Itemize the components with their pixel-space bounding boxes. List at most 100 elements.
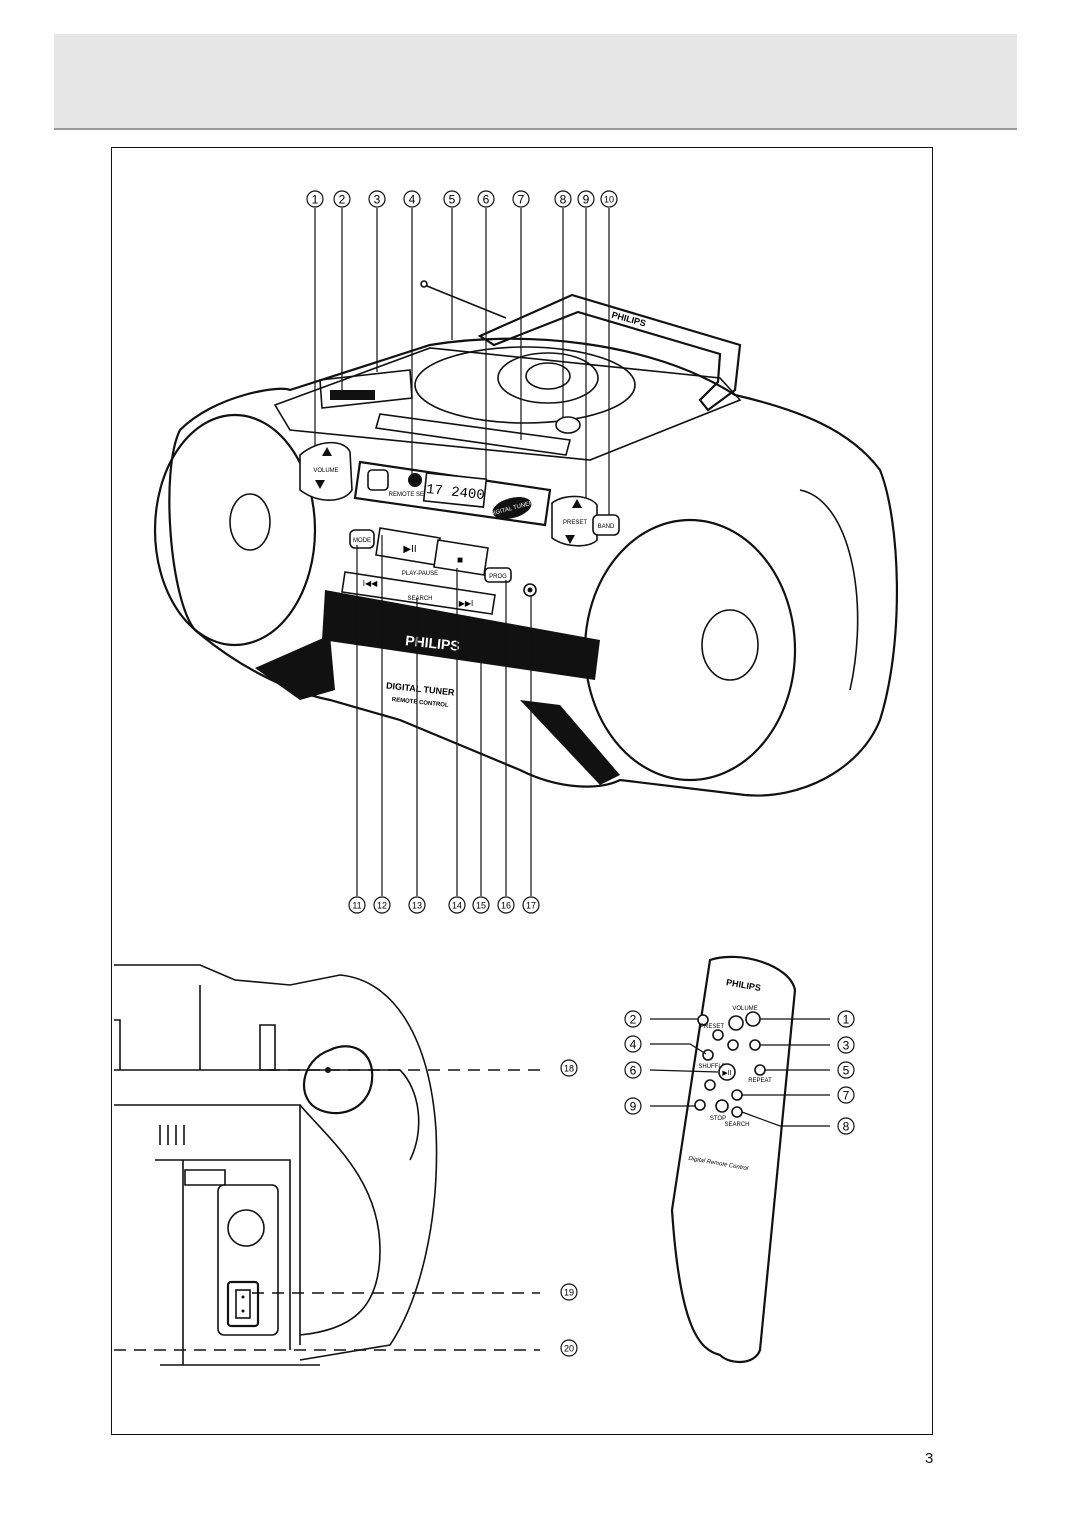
remote-body: [670, 955, 797, 1363]
remote-callout-3-circle: [837, 1036, 855, 1054]
remote-volume-up[interactable]: [745, 1011, 761, 1027]
left-bass-port: [255, 635, 335, 700]
remote-callout-4-circle: [624, 1035, 642, 1053]
callout-4: 4: [409, 193, 416, 207]
callout-2: 2: [339, 193, 346, 207]
remote-volume-label: VOLUME: [732, 1006, 757, 1012]
remote-preset-label: PRESET: [700, 1024, 724, 1030]
remote-callout-5: 5: [843, 1064, 850, 1078]
stop-icon: ■: [457, 555, 463, 566]
volume-label: VOLUME: [313, 468, 338, 474]
callout-9-circle: [577, 190, 595, 208]
callout-11-circle: [348, 896, 366, 914]
remote-stop[interactable]: [715, 1099, 729, 1113]
previous-icon: I◀◀: [363, 579, 378, 588]
remote-search-label: SEARCH: [724, 1122, 749, 1128]
remote-prev[interactable]: [704, 1079, 716, 1091]
prog-button[interactable]: [484, 567, 512, 583]
preset-up-icon: [572, 499, 582, 508]
vent-slots: [159, 1125, 185, 1145]
callout-17-circle: [522, 896, 540, 914]
callout-6-circle: [477, 190, 495, 208]
remote-volume-down[interactable]: [728, 1015, 744, 1031]
cd-badge: [367, 469, 389, 491]
digital-tuner-badge: [492, 497, 532, 519]
stop-button[interactable]: [433, 539, 489, 576]
ac-mains-socket: [226, 1280, 260, 1328]
remote-play-pause[interactable]: [718, 1063, 736, 1081]
callout-3: 3: [374, 193, 381, 207]
remote-repeat[interactable]: [754, 1064, 766, 1076]
volume-up-icon: [322, 447, 332, 456]
rear-handle-loop: [302, 1045, 374, 1115]
carry-handle: [477, 293, 742, 412]
boombox-drawing: PHILIPS PHILIPS DIGITAL TUNER REMOTE CON…: [153, 280, 899, 797]
mode-button[interactable]: [349, 529, 375, 549]
next-icon: ▶▶I: [459, 599, 474, 608]
cd-button-strip[interactable]: [374, 413, 572, 456]
callout-18: 18: [564, 1064, 574, 1074]
remote-preset-up[interactable]: [712, 1029, 724, 1041]
callout-14: 14: [452, 901, 462, 911]
open-close-button[interactable]: [555, 416, 581, 434]
callout-20-circle: [560, 1339, 578, 1357]
callout-7-circle: [512, 190, 530, 208]
lcd-digits: 17 2400: [425, 482, 485, 504]
callout-12-circle: [373, 896, 391, 914]
boombox-body: [168, 337, 899, 797]
callout-11: 11: [352, 901, 361, 911]
remote-next[interactable]: [731, 1089, 743, 1101]
callout-15-circle: [472, 896, 490, 914]
callout-5-circle: [443, 190, 461, 208]
volume-down-icon: [315, 480, 325, 489]
remote-callout-8-circle: [837, 1117, 855, 1135]
callout-5: 5: [449, 193, 456, 207]
remote-callout-8: 8: [843, 1120, 850, 1134]
play-pause-icon: ▶II: [403, 544, 416, 555]
callout-13-circle: [408, 896, 426, 914]
callout-12: 12: [377, 901, 387, 911]
remote-shuffle-label: SHUFFLE: [698, 1064, 725, 1070]
remote-callout-5-circle: [837, 1061, 855, 1079]
callout-16-circle: [497, 896, 515, 914]
callout-19-circle: [560, 1283, 578, 1301]
cd-lid: [414, 346, 636, 424]
remote-sensor: [408, 473, 422, 487]
callout-16: 16: [501, 901, 511, 911]
remote-bottom-text: Digital Remote Control: [688, 1156, 749, 1173]
band-button[interactable]: [592, 514, 620, 536]
preset-rocker[interactable]: [551, 495, 598, 547]
remote-repeat-label: REPEAT: [748, 1078, 772, 1084]
mode-label: MODE: [353, 538, 371, 544]
preset-down-icon: [565, 535, 575, 544]
illustration-frame: [111, 147, 933, 1435]
remote-callout-6: 6: [630, 1064, 637, 1078]
remote-search-fwd[interactable]: [731, 1106, 743, 1118]
remote-drawing: PHILIPS Digital Remote Control VOLUME PR…: [670, 955, 797, 1363]
right-speaker: [583, 518, 797, 782]
power-panel: [217, 1184, 279, 1336]
remote-preset-down[interactable]: [697, 1014, 709, 1026]
remote-dbb[interactable]: [727, 1039, 739, 1051]
callout-10-circle: [600, 190, 618, 208]
remote-mode[interactable]: [702, 1049, 714, 1061]
remote-callout-3: 3: [843, 1039, 850, 1053]
remote-callout-9: 9: [630, 1100, 637, 1114]
remote-callout-2-circle: [624, 1010, 642, 1028]
tuner-text-1: DIGITAL TUNER: [386, 680, 456, 697]
remote-band[interactable]: [749, 1039, 761, 1051]
callout-13: 13: [412, 901, 422, 911]
callout-4-circle: [403, 190, 421, 208]
remote-sensor-label: REMOTE SENSOR: [389, 492, 442, 498]
lcd-display: [422, 472, 488, 508]
front-brand-text: PHILIPS: [405, 632, 461, 654]
remote-search-back[interactable]: [694, 1099, 706, 1111]
callout-7: 7: [518, 193, 525, 207]
callout-6: 6: [483, 193, 490, 207]
keys-panel: [319, 369, 413, 409]
search-label: SEARCH: [407, 596, 432, 602]
volume-rocker[interactable]: [299, 441, 353, 501]
